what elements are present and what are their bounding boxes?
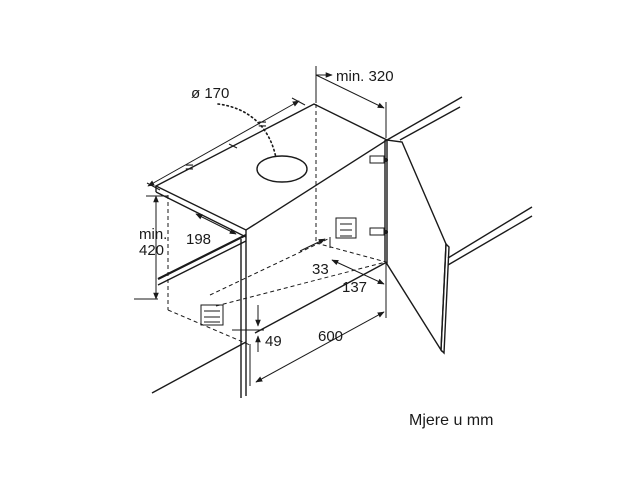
mounting-bracket-left — [200, 304, 224, 326]
mounting-bracket-right — [335, 217, 357, 239]
dim-min-label: min. — [139, 226, 167, 243]
dim-420-label: 420 — [139, 242, 164, 259]
dim-600-label: 600 — [318, 328, 343, 345]
cabinet-door — [386, 139, 447, 353]
diameter-leader — [217, 103, 277, 159]
dim-diameter-label: ø 170 — [191, 85, 229, 102]
dim-min-320-label: min. 320 — [336, 68, 394, 85]
dim-equal-top-label: = — [258, 116, 267, 133]
hinges — [369, 155, 388, 236]
dim-49-label: 49 — [265, 333, 282, 350]
dimension-lines — [134, 66, 387, 386]
duct-opening — [256, 155, 308, 183]
units-caption: Mjere u mm — [409, 412, 493, 429]
dim-198-label: 198 — [186, 231, 211, 248]
dim-137-label: 137 — [342, 279, 367, 296]
dim-33-label: 33 — [312, 261, 329, 278]
dim-equal-left-label: = — [185, 159, 194, 176]
cabinet-sides — [167, 104, 387, 398]
front-rail — [157, 234, 387, 307]
